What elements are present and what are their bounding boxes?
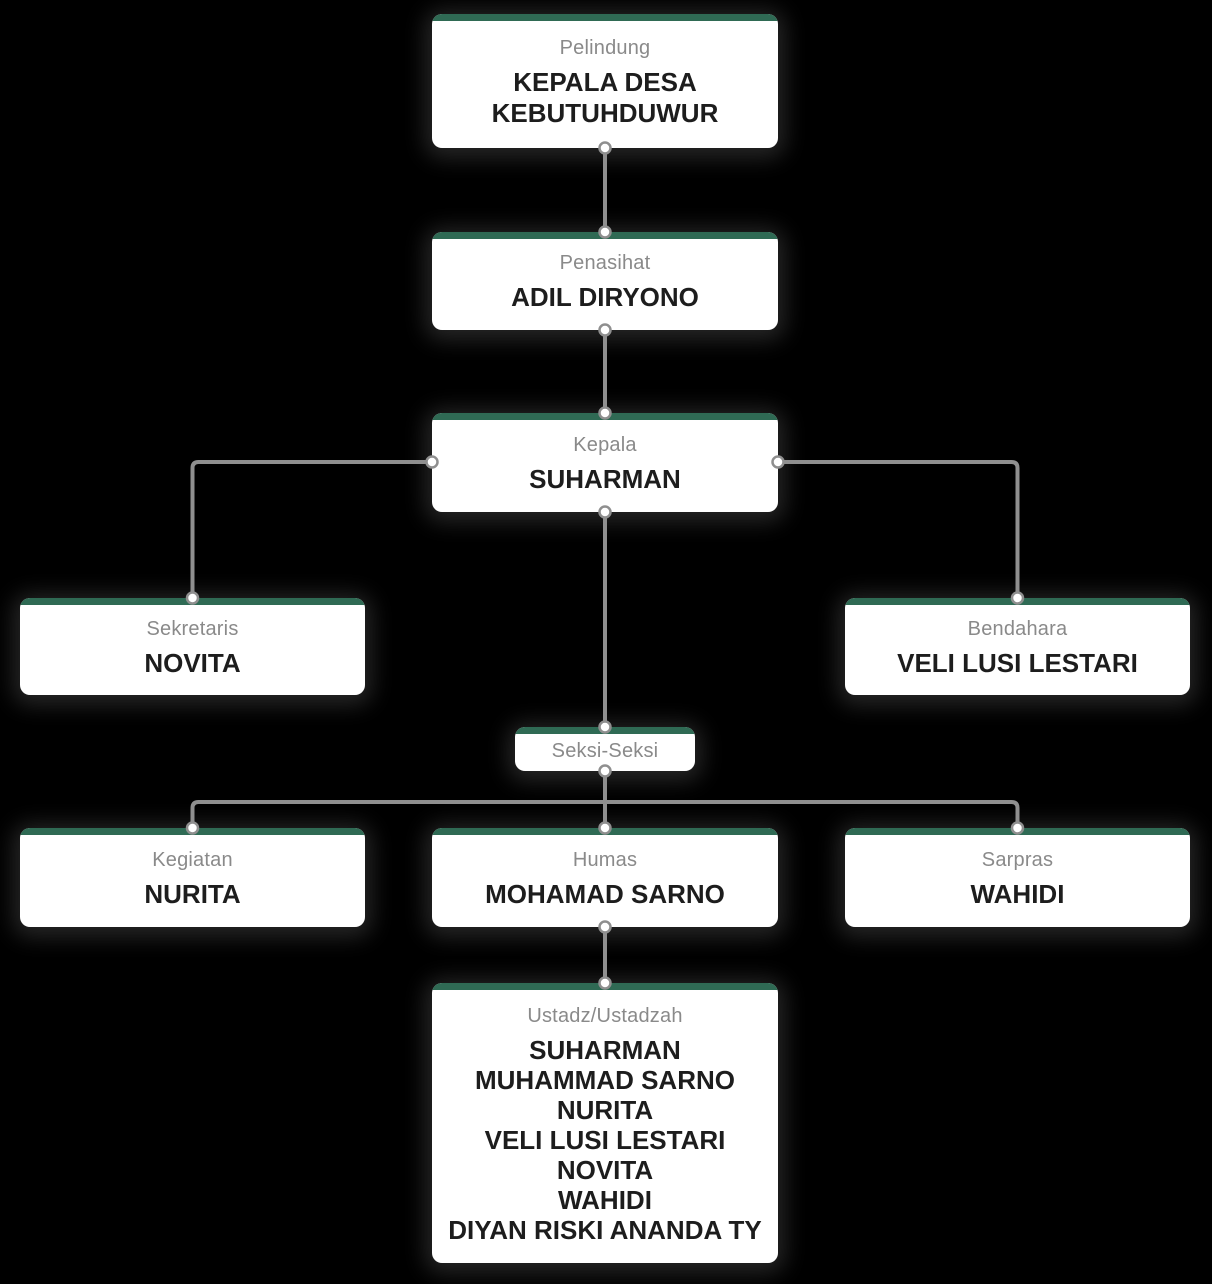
accent-bar [20, 598, 365, 605]
person-name: SUHARMAN [529, 463, 681, 494]
person-name: NURITA [144, 878, 241, 909]
person-name: NOVITA [144, 647, 241, 678]
node-content: Pelindung KEPALA DESA KEBUTUHDUWUR [432, 21, 778, 148]
accent-bar [432, 828, 778, 835]
node-sarpras: Sarpras WAHIDI [845, 828, 1190, 927]
role-label: Humas [572, 848, 638, 871]
person-name: KEPALA DESA KEBUTUHDUWUR [491, 66, 719, 128]
accent-bar [432, 413, 778, 420]
node-content: Ustadz/Ustadzah SUHARMAN MUHAMMAD SARNO … [432, 990, 778, 1263]
connector-kepala-bendahara [778, 460, 1020, 598]
node-content: Kepala SUHARMAN [432, 420, 778, 512]
role-label: Penasihat [559, 252, 651, 275]
role-label: Pelindung [559, 36, 651, 59]
node-ustadz: Ustadz/Ustadzah SUHARMAN MUHAMMAD SARNO … [432, 983, 778, 1263]
accent-bar [432, 232, 778, 239]
node-seksi-seksi: Seksi-Seksi [515, 727, 695, 771]
accent-bar [20, 828, 365, 835]
node-content: Seksi-Seksi [515, 734, 695, 771]
node-sekretaris: Sekretaris NOVITA [20, 598, 365, 695]
person-name: VELI LUSI LESTARI [897, 647, 1138, 678]
node-content: Humas MOHAMAD SARNO [432, 835, 778, 927]
accent-bar [432, 14, 778, 21]
role-label: Bendahara [967, 617, 1068, 640]
role-label: Kegiatan [152, 848, 233, 871]
member-names: SUHARMAN MUHAMMAD SARNO NURITA VELI LUSI… [448, 1034, 762, 1245]
person-name: ADIL DIRYONO [511, 282, 699, 313]
role-label: Seksi-Seksi [551, 740, 659, 762]
node-kepala: Kepala SUHARMAN [432, 413, 778, 512]
node-kegiatan: Kegiatan NURITA [20, 828, 365, 927]
node-bendahara: Bendahara VELI LUSI LESTARI [845, 598, 1190, 695]
node-content: Kegiatan NURITA [20, 835, 365, 927]
connector-kepala-sekretaris [190, 460, 432, 598]
role-label: Sarpras [981, 848, 1054, 871]
role-label: Kepala [573, 433, 637, 456]
role-label: Ustadz/Ustadzah [527, 1004, 683, 1027]
person-name: MOHAMAD SARNO [485, 878, 725, 909]
node-content: Sarpras WAHIDI [845, 835, 1190, 927]
role-label: Sekretaris [146, 617, 239, 640]
node-pelindung: Pelindung KEPALA DESA KEBUTUHDUWUR [432, 14, 778, 148]
node-content: Bendahara VELI LUSI LESTARI [845, 605, 1190, 695]
node-humas: Humas MOHAMAD SARNO [432, 828, 778, 927]
node-content: Sekretaris NOVITA [20, 605, 365, 695]
accent-bar [432, 983, 778, 990]
accent-bar [845, 598, 1190, 605]
accent-bar [845, 828, 1190, 835]
node-content: Penasihat ADIL DIRYONO [432, 239, 778, 330]
person-name: WAHIDI [970, 878, 1065, 909]
node-penasihat: Penasihat ADIL DIRYONO [432, 232, 778, 330]
connector-seksi-branches [190, 800, 1020, 828]
accent-bar [515, 727, 695, 734]
